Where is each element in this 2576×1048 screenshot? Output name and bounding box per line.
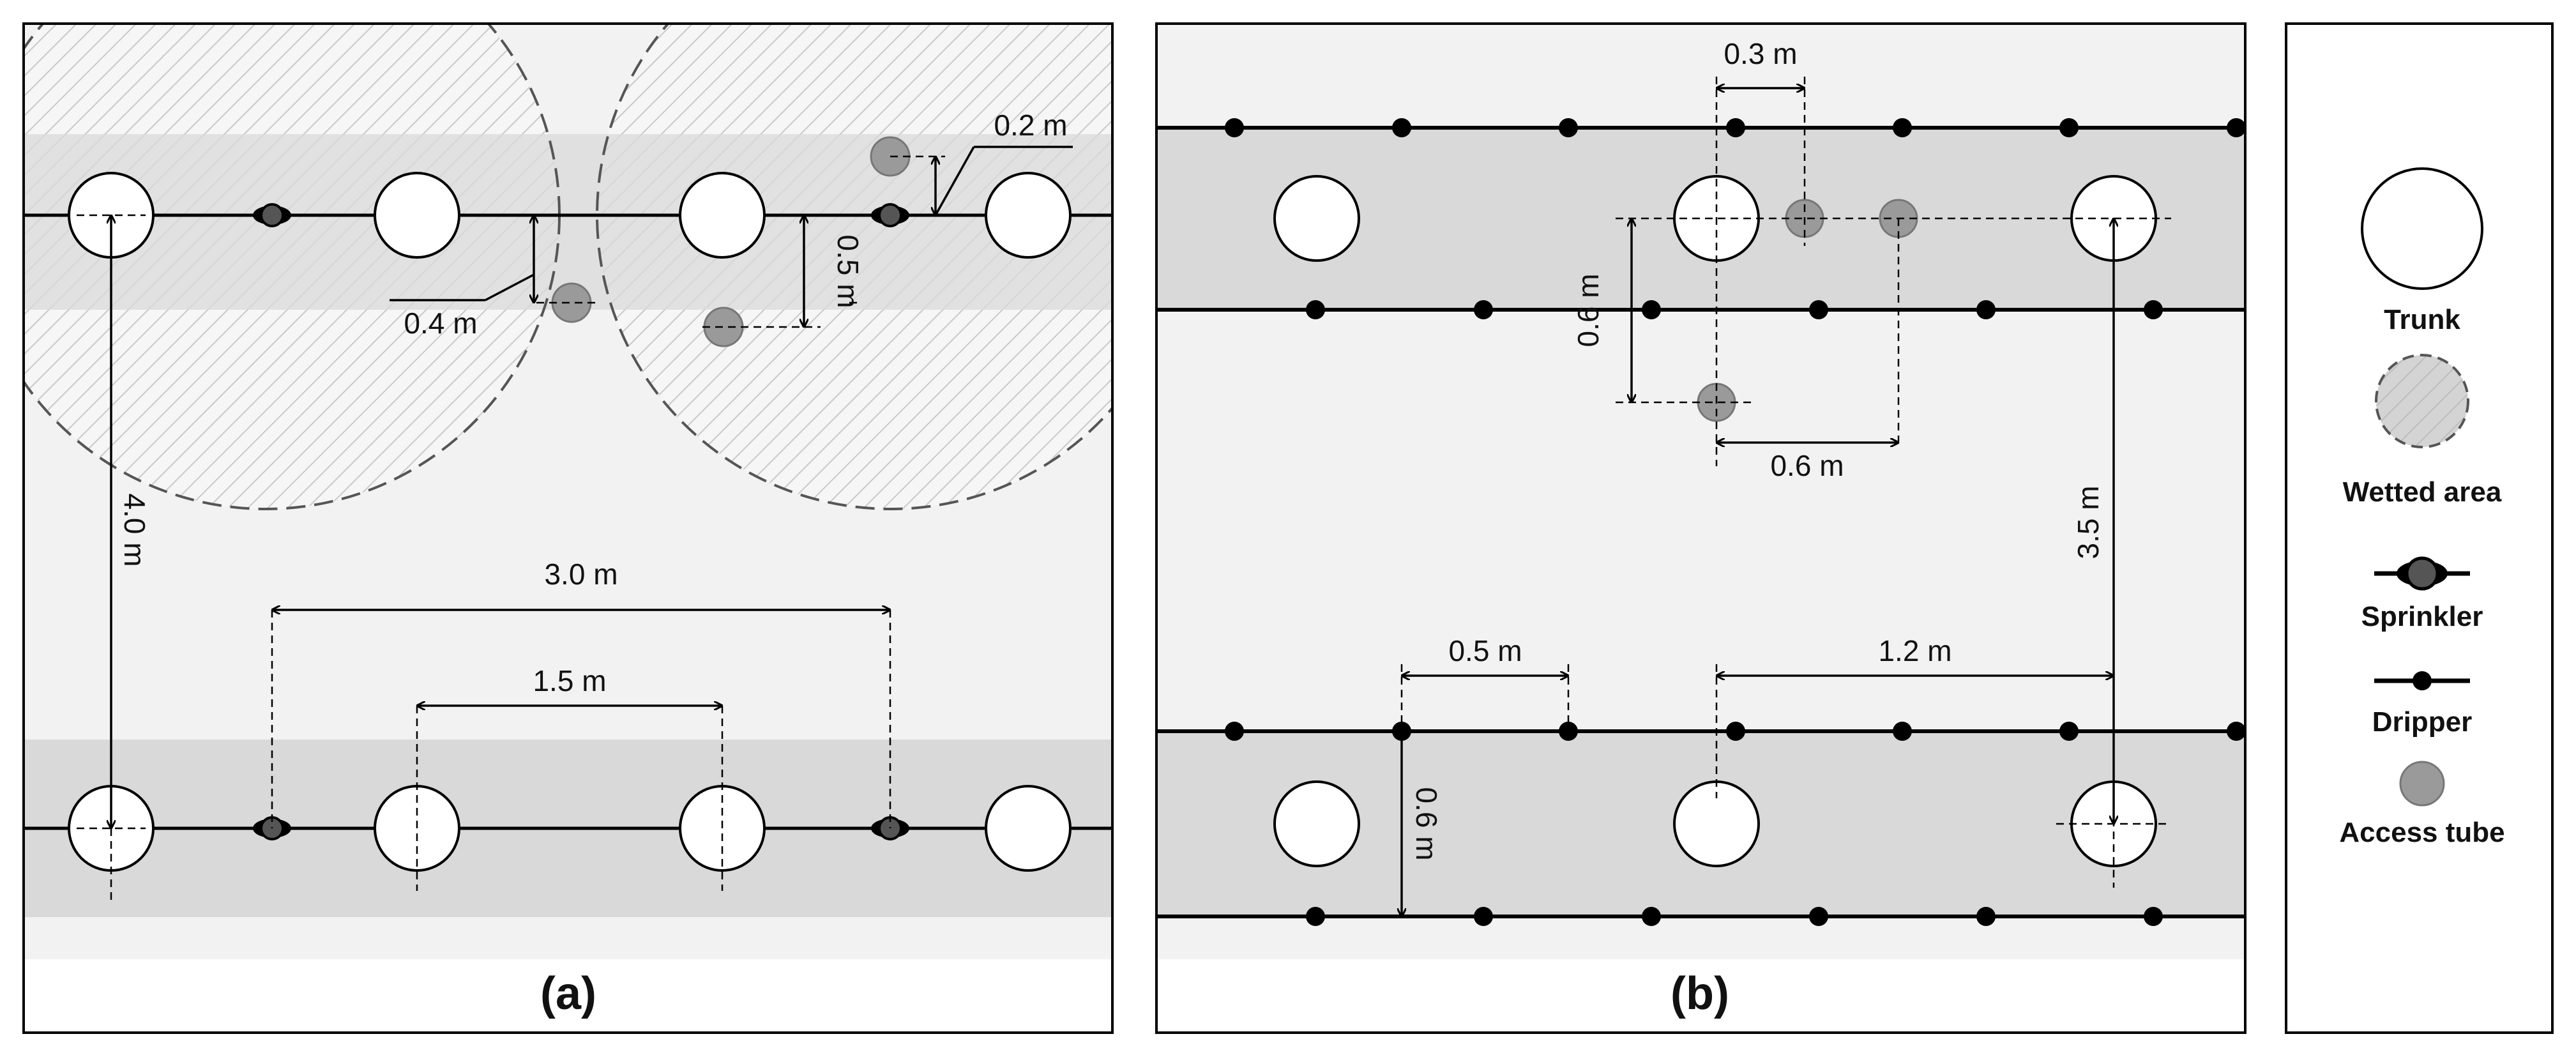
dim-label-horizontal-offset: 0.6 m: [1770, 449, 1844, 482]
dim-label-row-spacing: 4.0 m: [118, 493, 151, 566]
dripper: [1642, 907, 1661, 926]
wetted-area-boundary: [596, 24, 1112, 510]
dim-label-offset-mid: 0.4 m: [404, 307, 477, 340]
dripper: [1809, 907, 1828, 926]
dripper: [2059, 118, 2079, 137]
dripper: [1392, 118, 1411, 137]
dim-label-sprinkler-spacing: 3.0 m: [544, 558, 617, 591]
dripper: [2144, 300, 2163, 319]
dim-label-lateral-spacing: 0.6 m: [1410, 787, 1443, 860]
dripper: [1306, 907, 1325, 926]
dripper: [1225, 722, 1244, 741]
dim-label-row-spacing: 3.5 m: [2072, 485, 2105, 559]
trunk-icon: [2361, 167, 2483, 290]
dripper: [2144, 907, 2163, 926]
dripper: [1726, 118, 1745, 137]
wetted-area-icon: [2375, 354, 2469, 448]
legend-label-dripper: Dripper: [2372, 706, 2472, 738]
dim-label-dripper-spacing: 0.5 m: [1448, 634, 1522, 667]
dripper: [1474, 300, 1493, 319]
dim-label-top-offset: 0.3 m: [1724, 37, 1797, 70]
dripper: [1976, 300, 1996, 319]
panel-a-frame: [22, 22, 1114, 1034]
panel-b: 0.3 m 0.6 m 0.6 m 3.5 m 0.5 m 1.2 m 0.6 …: [1155, 22, 2246, 1034]
dripper: [2059, 722, 2079, 741]
panel-a: 4.0 m 3.0 m 1.5 m 0.2 m 0.4 m 0.5 m (a): [22, 22, 1114, 1034]
dripper: [1642, 300, 1661, 319]
dim-label-tree-spacing: 1.2 m: [1878, 634, 1951, 667]
trunk: [374, 172, 460, 259]
sprinkler: [871, 203, 909, 227]
dripper: [1893, 118, 1912, 137]
dim-label-offset-large: 0.5 m: [831, 234, 865, 308]
dripper: [2227, 118, 2246, 137]
panel-a-caption: (a): [540, 968, 596, 1019]
panel-b-frame: [1155, 22, 2246, 1034]
access-tube: [551, 282, 592, 323]
dim-label-vertical-offset: 0.6 m: [1572, 273, 1605, 347]
trunk: [985, 785, 1072, 872]
dripper: [1306, 300, 1325, 319]
dim-label-tree-spacing: 1.5 m: [533, 664, 606, 697]
legend-label-wetted-area: Wetted area: [2343, 476, 2502, 508]
dim-label-offset-small: 0.2 m: [994, 109, 1067, 142]
dripper: [1893, 722, 1912, 741]
trunk: [679, 172, 766, 259]
dripper: [2227, 722, 2246, 741]
dripper: [1976, 907, 1996, 926]
legend-label-sprinkler: Sprinkler: [2361, 601, 2483, 632]
panel-b-caption: (b): [1671, 968, 1729, 1019]
legend-label-access-tube: Access tube: [2339, 817, 2504, 848]
legend-label-trunk: Trunk: [2384, 304, 2460, 335]
trunk: [1273, 780, 1360, 867]
tree-row-strip: [24, 134, 1112, 310]
sprinkler-icon: [2374, 556, 2470, 591]
dripper: [1474, 907, 1493, 926]
dripper-icon: [2374, 671, 2470, 690]
dripper: [1559, 118, 1578, 137]
access-tube-icon: [2399, 761, 2445, 807]
dripper: [1809, 300, 1828, 319]
trunk: [1273, 175, 1360, 262]
dripper: [1726, 722, 1745, 741]
sprinkler: [253, 203, 291, 227]
dripper: [1225, 118, 1244, 137]
trunk: [985, 172, 1072, 259]
legend: Trunk Wetted area Sprinkler Dripper Acce…: [2285, 22, 2554, 1034]
